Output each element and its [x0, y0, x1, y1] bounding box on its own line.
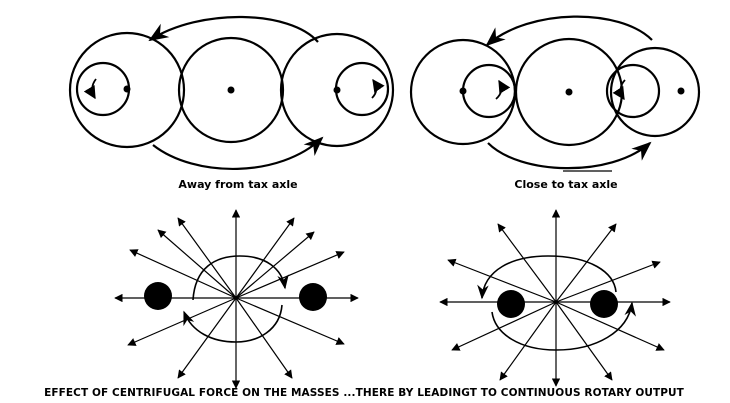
force-diagram-close [439, 209, 671, 387]
axle-dot-left [459, 87, 467, 95]
wheel-assembly-close [411, 17, 699, 171]
radial-force-arrows [439, 209, 671, 387]
mass-right [299, 283, 327, 311]
wheel-left [70, 33, 184, 147]
bottom-rotation-arrow-close [488, 141, 652, 168]
bottom-rotation-arrow-away [153, 136, 324, 169]
wheel-assembly-away [70, 17, 393, 169]
radial-force-arrows [114, 209, 359, 389]
rotation-arc-upper [193, 256, 289, 300]
wheel-center [179, 38, 283, 142]
mass-left [497, 290, 525, 318]
axle-dot-right [333, 86, 341, 94]
axle-dot-right [677, 87, 685, 95]
wheel-right [281, 34, 393, 146]
small-rotation-arrow-right [612, 80, 625, 101]
mass-right [590, 290, 618, 318]
mass-left [144, 282, 172, 310]
label-away-from-axle: Away from tax axle [178, 178, 298, 191]
caption: EFFECT OF CENTRIFUGAL FORCE ON THE MASSE… [44, 387, 684, 399]
inner-circle-left [77, 63, 129, 115]
small-rotation-arrow-left [83, 79, 96, 100]
inner-circle-right [607, 65, 659, 117]
rotation-arc-upper [477, 256, 616, 300]
label-close-to-axle: Close to tax axle [514, 178, 618, 191]
rotation-arc-lower [492, 301, 636, 350]
wheel-right [611, 48, 699, 136]
inner-circle-left [463, 65, 515, 117]
axle-dot-center [565, 88, 573, 96]
top-rotation-arrow-close [485, 17, 652, 47]
small-rotation-arrow-right [372, 78, 385, 98]
axle-dot-center [227, 86, 235, 94]
top-rotation-arrow-away [148, 17, 318, 42]
small-rotation-arrow-left [496, 79, 511, 99]
force-diagram-away [114, 209, 359, 389]
rotation-arc-lower [184, 305, 282, 342]
inner-circle-right [336, 63, 388, 115]
axle-dot-left [123, 85, 131, 93]
